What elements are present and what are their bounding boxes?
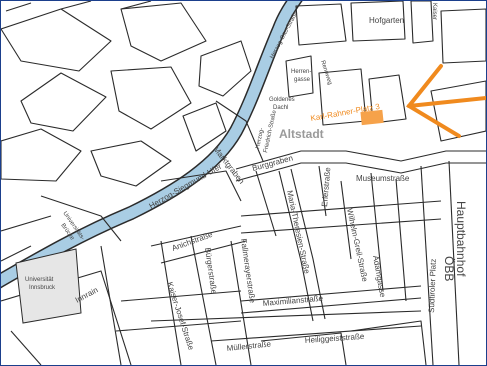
label-erlerstrasse: Erlerstraße bbox=[320, 166, 332, 207]
university-campus bbox=[15, 248, 82, 324]
label-altstadt: Altstadt bbox=[279, 127, 324, 141]
label-hofgarten: Hofgarten bbox=[369, 16, 404, 25]
river-inn-water bbox=[1, 1, 301, 287]
location-arrow bbox=[406, 64, 486, 138]
label-hauptbahnhof: Hauptbahnhof bbox=[454, 201, 468, 277]
label-adamgasse: Adamgasse bbox=[371, 255, 387, 299]
label-suedtiroler-platz: Südtiroler Platz bbox=[427, 259, 438, 314]
label-kaiser-josef-strasse: Kaiser-Josef-Straße bbox=[165, 281, 196, 352]
label-burggraben: Burggraben bbox=[251, 153, 294, 173]
label-goldenes-2: Dachl bbox=[273, 105, 288, 111]
label-kaiserjaeger: Kaiser bbox=[431, 3, 437, 20]
label-fallmerayerstrasse: Fallmerayerstraße bbox=[239, 238, 257, 304]
label-oebb: ÖBB bbox=[442, 256, 456, 281]
label-innsbruck: Innsbruck bbox=[29, 285, 56, 291]
label-buergerstrasse: Bürgerstraße bbox=[203, 247, 218, 295]
label-herzog-friedrich-1: Herzog- bbox=[255, 127, 265, 149]
label-maximilianstrasse: Maximilianstraße bbox=[262, 294, 324, 308]
label-heiliggeiststrasse: Heiliggeiststraße bbox=[305, 332, 366, 345]
label-museumstrasse: Museumstraße bbox=[356, 174, 410, 183]
label-herzog-friedrich-2: Friedrich-Straße bbox=[263, 109, 278, 153]
label-universitaet: Universität bbox=[25, 277, 54, 283]
label-herrengasse-2: gasse bbox=[294, 77, 311, 83]
label-herrengasse-1: Herren- bbox=[291, 69, 311, 75]
target-building[interactable] bbox=[360, 109, 384, 126]
label-goldenes-1: Goldenes bbox=[269, 97, 295, 103]
label-maria-theresien-strasse: Maria-Theresien-Straße bbox=[285, 190, 312, 275]
